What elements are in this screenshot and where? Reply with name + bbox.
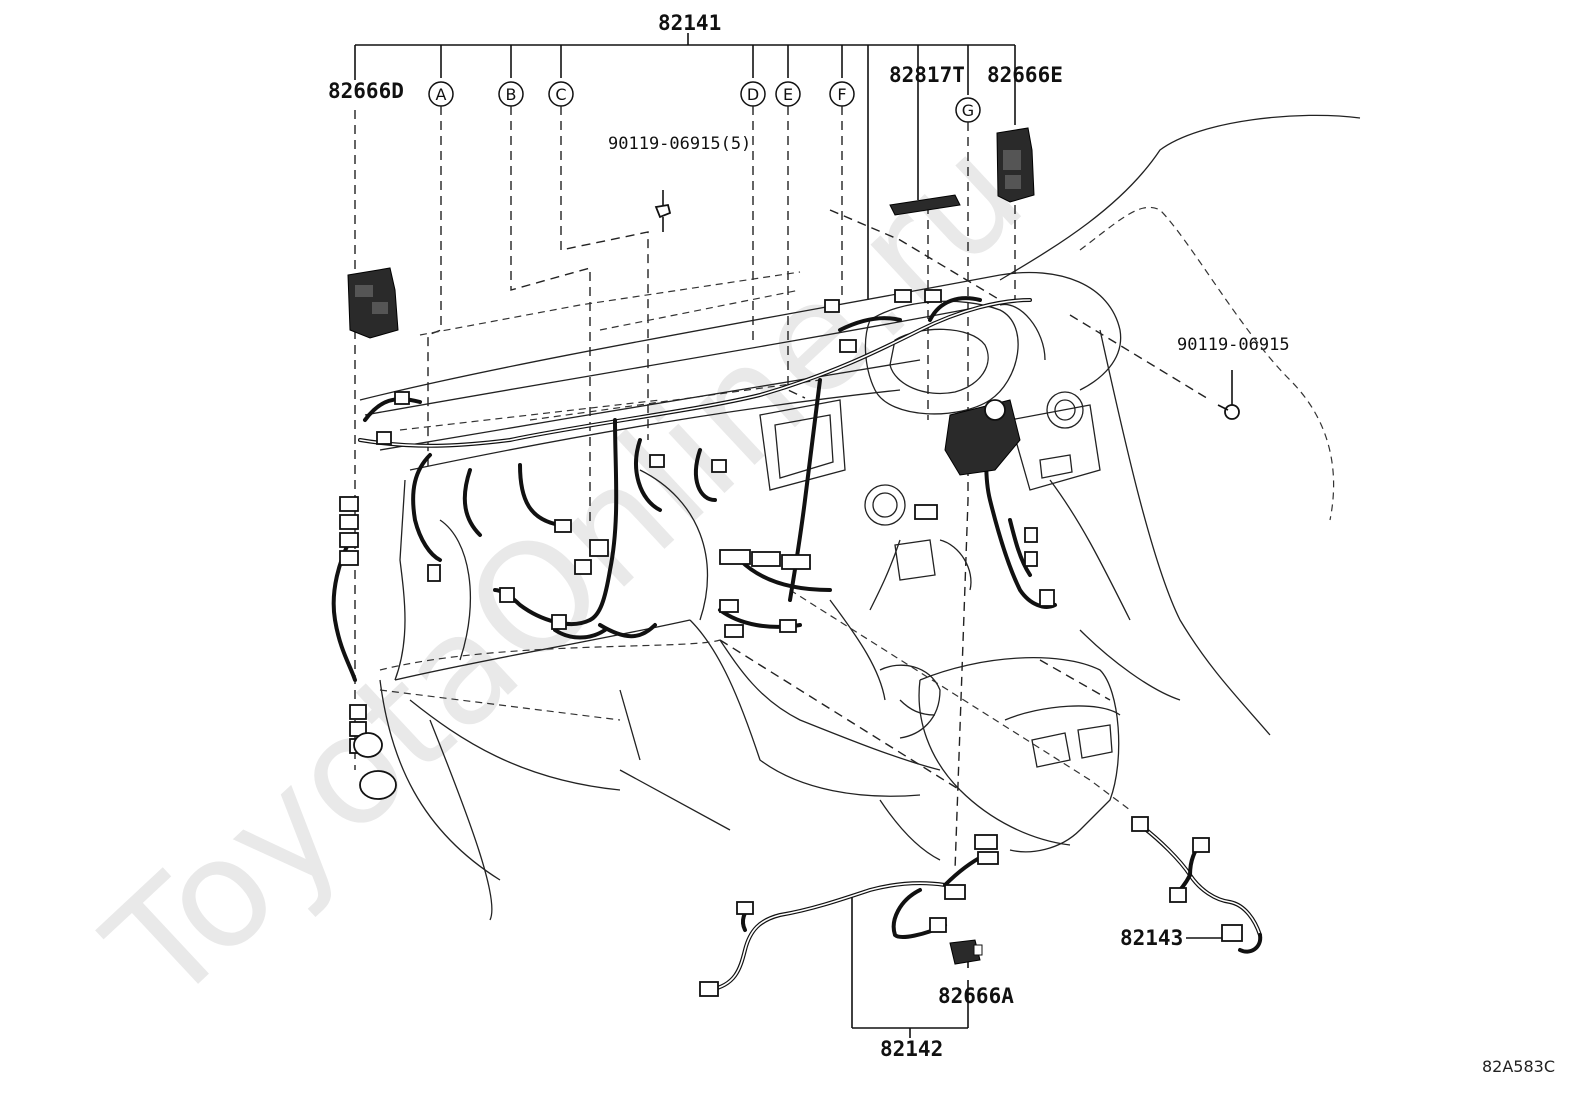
- svg-text:D: D: [747, 85, 759, 104]
- callout-E: E: [775, 81, 801, 107]
- floor-harness-bracket: [851, 895, 1228, 1038]
- label-82141: 82141: [658, 11, 721, 35]
- label-bolt-single: 90119-06915: [1177, 335, 1290, 355]
- part-82817T: [889, 60, 961, 216]
- svg-text:G: G: [962, 101, 974, 120]
- label-bolt-multi: 90119-06915(5): [608, 134, 751, 154]
- callout-leaders: [354, 106, 1211, 871]
- floor-harness-82142: [699, 834, 999, 997]
- left-side-connectors: [339, 496, 397, 800]
- svg-text:B: B: [506, 85, 517, 104]
- label-82817T: 82817T: [889, 63, 965, 87]
- console-harness-82143: [1131, 816, 1263, 954]
- main-harness-bracket: [354, 33, 1016, 300]
- diagram-code: 82A583C: [1482, 1057, 1555, 1076]
- callout-C: C: [548, 81, 574, 107]
- part-82666D: [347, 267, 399, 339]
- callout-D: D: [740, 81, 766, 107]
- center-console-outline: [829, 599, 1121, 853]
- callout-G: G: [955, 97, 981, 123]
- label-82666D: 82666D: [328, 79, 404, 103]
- part-82666E: [996, 127, 1035, 203]
- svg-text:C: C: [555, 85, 566, 104]
- label-82142: 82142: [880, 1037, 943, 1061]
- svg-text:A: A: [436, 85, 447, 104]
- floor-outline: [379, 539, 1131, 921]
- label-82666A: 82666A: [938, 984, 1014, 1008]
- svg-text:E: E: [783, 85, 793, 104]
- bolt-icon-right: [1217, 370, 1240, 420]
- callout-B: B: [498, 81, 524, 107]
- callout-F: F: [829, 81, 855, 107]
- bolt-icon: [654, 190, 672, 232]
- main-harness-connectors: [376, 289, 1055, 638]
- label-82666E: 82666E: [987, 63, 1063, 87]
- label-82143: 82143: [1120, 926, 1183, 950]
- callout-A: A: [428, 81, 454, 107]
- svg-text:F: F: [837, 85, 846, 104]
- steering-column-area: [944, 399, 1021, 476]
